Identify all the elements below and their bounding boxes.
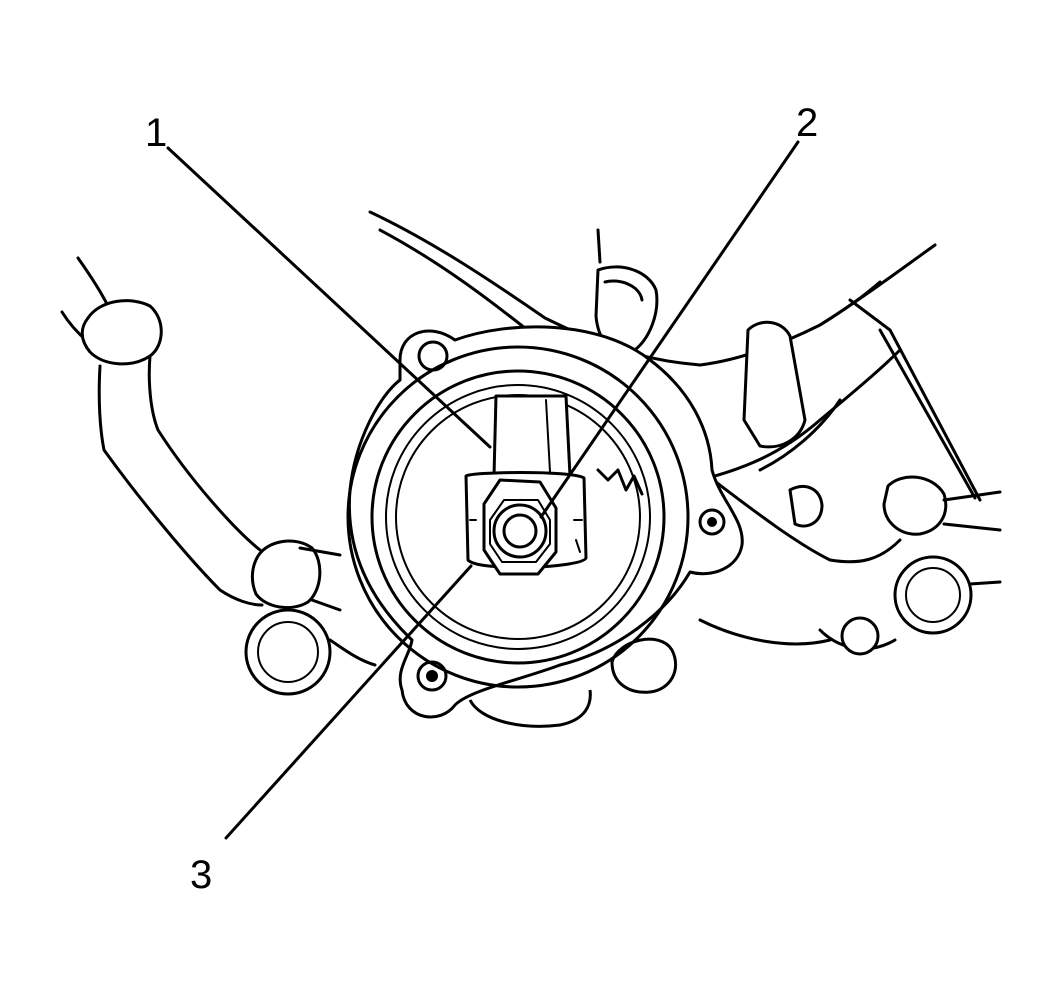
leader-line-2 [539,140,800,519]
pump-nut [482,478,558,576]
leader-line-1 [166,146,492,449]
leader-line-3 [224,564,473,840]
callout-3: 3 [190,853,212,897]
callout-1: 1 [145,111,167,155]
engine-block-outline [368,210,982,528]
callout-2: 2 [796,101,818,145]
left-coolant-pipe [60,256,342,612]
lower-left-boss [244,608,377,696]
right-coolant-pipe [698,468,1002,656]
